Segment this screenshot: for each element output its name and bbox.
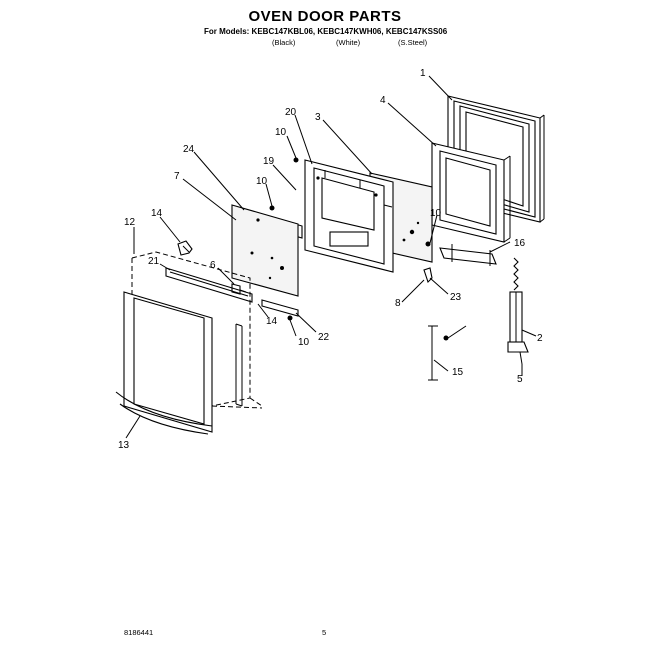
callouts: 1 2 3 4 5 6 7 8 10 10 10 10 12 13 14 14 … bbox=[118, 68, 543, 451]
part-14-bracket-top bbox=[177, 240, 193, 256]
callout-21: 21 bbox=[148, 256, 160, 267]
part-4-door-frame bbox=[431, 142, 511, 243]
color-label-black: (Black) bbox=[272, 38, 296, 47]
callout-10c: 10 bbox=[430, 208, 442, 219]
callout-7: 7 bbox=[174, 171, 180, 182]
callout-19: 19 bbox=[263, 156, 275, 167]
callout-13: 13 bbox=[118, 440, 130, 451]
callout-14a: 14 bbox=[151, 208, 163, 219]
part-15-rod bbox=[428, 325, 438, 381]
part-21-handle-trim bbox=[165, 267, 253, 303]
part-22-handle-bar bbox=[261, 299, 299, 317]
leader-lines bbox=[125, 75, 537, 439]
color-label-steel: (S.Steel) bbox=[398, 38, 428, 47]
screws bbox=[269, 157, 449, 341]
page-number: 5 bbox=[322, 628, 327, 637]
callout-6: 6 bbox=[210, 260, 216, 271]
callout-20: 20 bbox=[285, 107, 297, 118]
callout-12: 12 bbox=[124, 217, 136, 228]
part-12-13-outer-door bbox=[115, 251, 263, 435]
part-6-standoff bbox=[231, 283, 247, 295]
part-19-20-inner-frame bbox=[304, 159, 394, 273]
callout-5: 5 bbox=[517, 374, 523, 385]
page-title: OVEN DOOR PARTS bbox=[248, 8, 402, 25]
callout-14b: 14 bbox=[266, 316, 278, 327]
callout-1: 1 bbox=[420, 68, 426, 79]
part-7-front-glass bbox=[231, 204, 299, 297]
callout-10b: 10 bbox=[256, 176, 268, 187]
part-23-clip bbox=[423, 267, 433, 284]
doc-number: 8186441 bbox=[124, 628, 154, 637]
callout-4: 4 bbox=[380, 95, 386, 106]
callout-8: 8 bbox=[395, 298, 401, 309]
callout-2: 2 bbox=[537, 333, 543, 344]
callout-15: 15 bbox=[452, 367, 464, 378]
callout-24: 24 bbox=[183, 144, 195, 155]
callout-16: 16 bbox=[514, 238, 526, 249]
color-label-white: (White) bbox=[336, 38, 361, 47]
callout-10d: 10 bbox=[298, 337, 310, 348]
callout-23: 23 bbox=[450, 292, 462, 303]
callout-22: 22 bbox=[318, 332, 330, 343]
part-16-hinge-bracket bbox=[439, 244, 497, 266]
models-line: For Models: KEBC147KBL06, KEBC147KWH06, … bbox=[204, 27, 448, 36]
callout-3: 3 bbox=[315, 112, 321, 123]
part-2-5-hinge bbox=[507, 257, 529, 365]
callout-10a: 10 bbox=[275, 127, 287, 138]
